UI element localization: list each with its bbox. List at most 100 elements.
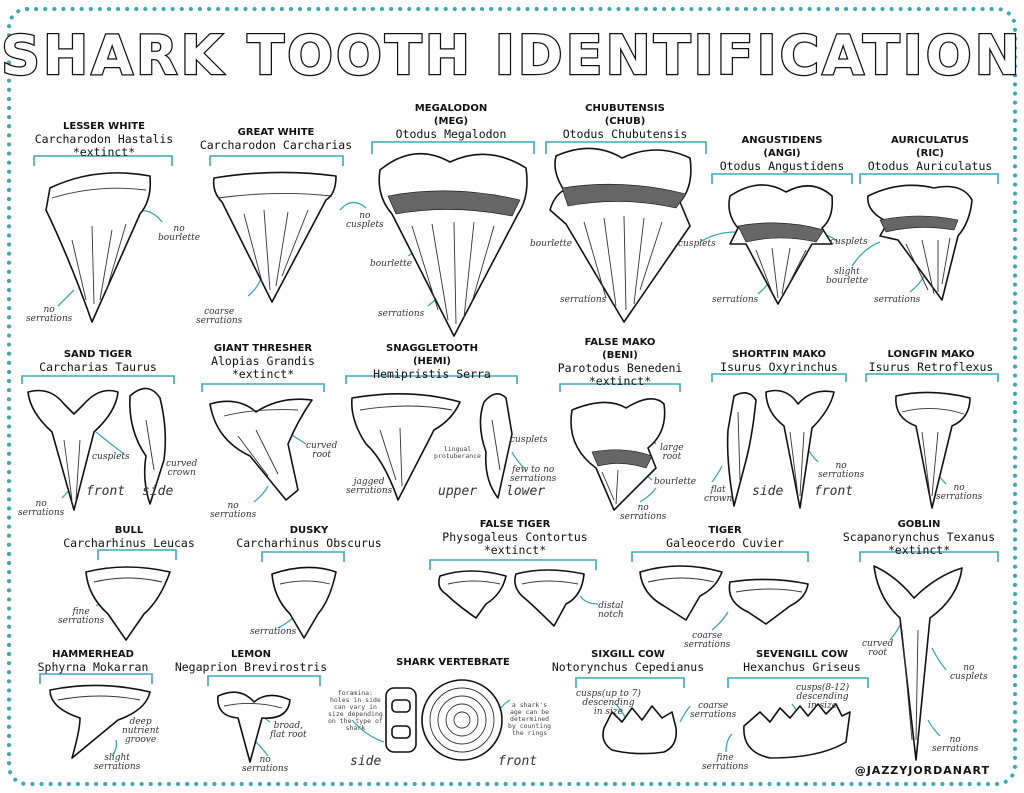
annotation: no cusplets bbox=[346, 211, 384, 230]
annotation: slight serrations bbox=[94, 753, 141, 772]
annotation: no serrations bbox=[242, 755, 289, 774]
annotation: cusplets bbox=[92, 452, 130, 462]
tooth-chubutensis bbox=[549, 147, 692, 323]
annotation: fine serrations bbox=[58, 607, 105, 626]
annotation: no serrations bbox=[818, 461, 865, 480]
annotation: cusplets bbox=[678, 239, 716, 249]
annotation: cusps(up to 7) descending in size bbox=[576, 689, 641, 717]
tooth-goblin bbox=[873, 565, 963, 761]
annotation: no serrations bbox=[210, 501, 257, 520]
tooth-giant-thresher bbox=[209, 398, 313, 501]
view-label: side bbox=[350, 754, 382, 769]
view-label: front bbox=[86, 484, 126, 499]
tooth-longfin-mako bbox=[895, 391, 971, 509]
page-title: SHARK TOOTH IDENTIFICATION bbox=[0, 23, 1023, 89]
annotation: flat crown bbox=[704, 485, 733, 504]
annotation: cusplets bbox=[510, 435, 548, 445]
annotation: a shark's age can be determined by count… bbox=[508, 701, 552, 737]
annotation: no cusplets bbox=[950, 663, 988, 682]
tooth-false-mako bbox=[570, 398, 666, 511]
annotation: no bourlette bbox=[158, 224, 201, 243]
annotation: coarse serrations bbox=[196, 307, 243, 326]
annotation: serrations bbox=[712, 295, 759, 305]
tooth-false-tiger bbox=[438, 569, 585, 627]
tooth-snaggletooth bbox=[350, 393, 513, 501]
annotation: serrations bbox=[874, 295, 921, 305]
tooth-sand-tiger bbox=[27, 387, 167, 511]
shark-vertebra bbox=[385, 679, 503, 761]
label-snaggletooth: SNAGGLETOOTH(HEMI)Hemipristis Serra bbox=[373, 343, 491, 381]
annotation: no serrations bbox=[620, 503, 667, 522]
annotation: curved root bbox=[306, 441, 338, 460]
annotation: no serrations bbox=[932, 735, 979, 754]
annotation: deep nutrient groove bbox=[122, 717, 160, 745]
tooth-bull bbox=[85, 566, 171, 641]
annotation: foramina: holes in side can vary in size… bbox=[328, 689, 383, 732]
view-label: side bbox=[142, 484, 174, 499]
tooth-hammerhead bbox=[49, 684, 151, 759]
annotation: serrations bbox=[250, 627, 297, 637]
label-chubutensis: CHUBUTENSIS(CHUB)Otodus Chubutensis bbox=[562, 103, 688, 141]
annotation: serrations bbox=[560, 295, 607, 305]
annotation: fine serrations bbox=[702, 753, 749, 772]
tooth-tiger bbox=[639, 565, 809, 625]
annotation: bourlette bbox=[654, 477, 697, 487]
artist-credit: @JAZZYJORDANART bbox=[854, 764, 990, 777]
tooth-dusky bbox=[271, 566, 337, 639]
annotation: serrations bbox=[378, 309, 425, 319]
label-megalodon: MEGALODON(MEG)Otodus Megalodon bbox=[395, 103, 507, 141]
annotation: large root bbox=[660, 443, 684, 462]
tooth-shortfin-mako bbox=[726, 389, 835, 509]
annotation: curved root bbox=[862, 639, 894, 658]
label-angustidens: ANGUSTIDENS(ANGI)Otodus Angustidens bbox=[719, 135, 845, 173]
tooth-lesser-white bbox=[45, 172, 152, 323]
annotation: bourlette bbox=[370, 259, 413, 269]
annotation: broad, flat root bbox=[270, 721, 307, 740]
annotation: bourlette bbox=[530, 239, 573, 249]
tooth-angustidens bbox=[728, 184, 834, 305]
annotation: coarse serrations bbox=[690, 701, 737, 720]
annotation: slight bourlette bbox=[826, 267, 869, 286]
annotation: jagged serrations bbox=[346, 477, 393, 496]
view-label: front bbox=[498, 754, 538, 769]
tooth-auriculatus bbox=[867, 184, 973, 301]
view-label: lower bbox=[506, 484, 546, 499]
annotation: no serrations bbox=[18, 499, 65, 518]
annotation: cusps(8-12) descending in size bbox=[796, 683, 850, 711]
annotation: no serrations bbox=[26, 305, 73, 324]
label-auriculatus: AURICULATUS(RIC)Otodus Auriculatus bbox=[867, 135, 993, 173]
label-brackets bbox=[21, 141, 999, 688]
tooth-sevengill-cow bbox=[743, 703, 851, 759]
view-label: side bbox=[752, 484, 784, 499]
annotation: lingual protuberance bbox=[434, 445, 481, 460]
annotation: few to no serrations bbox=[510, 465, 557, 484]
view-label: front bbox=[814, 484, 854, 499]
tooth-megalodon bbox=[378, 152, 528, 337]
annotation: coarse serrations bbox=[684, 631, 731, 650]
label-shark-vertebrate: SHARK VERTEBRATE bbox=[396, 657, 510, 668]
tooth-great-white bbox=[212, 171, 337, 303]
annotation: no serrations bbox=[936, 483, 983, 502]
view-label: upper bbox=[438, 484, 478, 499]
annotation: cusplets bbox=[830, 237, 868, 247]
annotation: curved crown bbox=[166, 459, 198, 478]
tooth-sixgill-cow bbox=[602, 705, 678, 755]
label-false-mako: FALSE MAKO(BENI)Parotodus Benedeni*extin… bbox=[557, 337, 683, 388]
tooth-lemon bbox=[217, 691, 291, 763]
annotation: distal notch bbox=[598, 601, 624, 620]
